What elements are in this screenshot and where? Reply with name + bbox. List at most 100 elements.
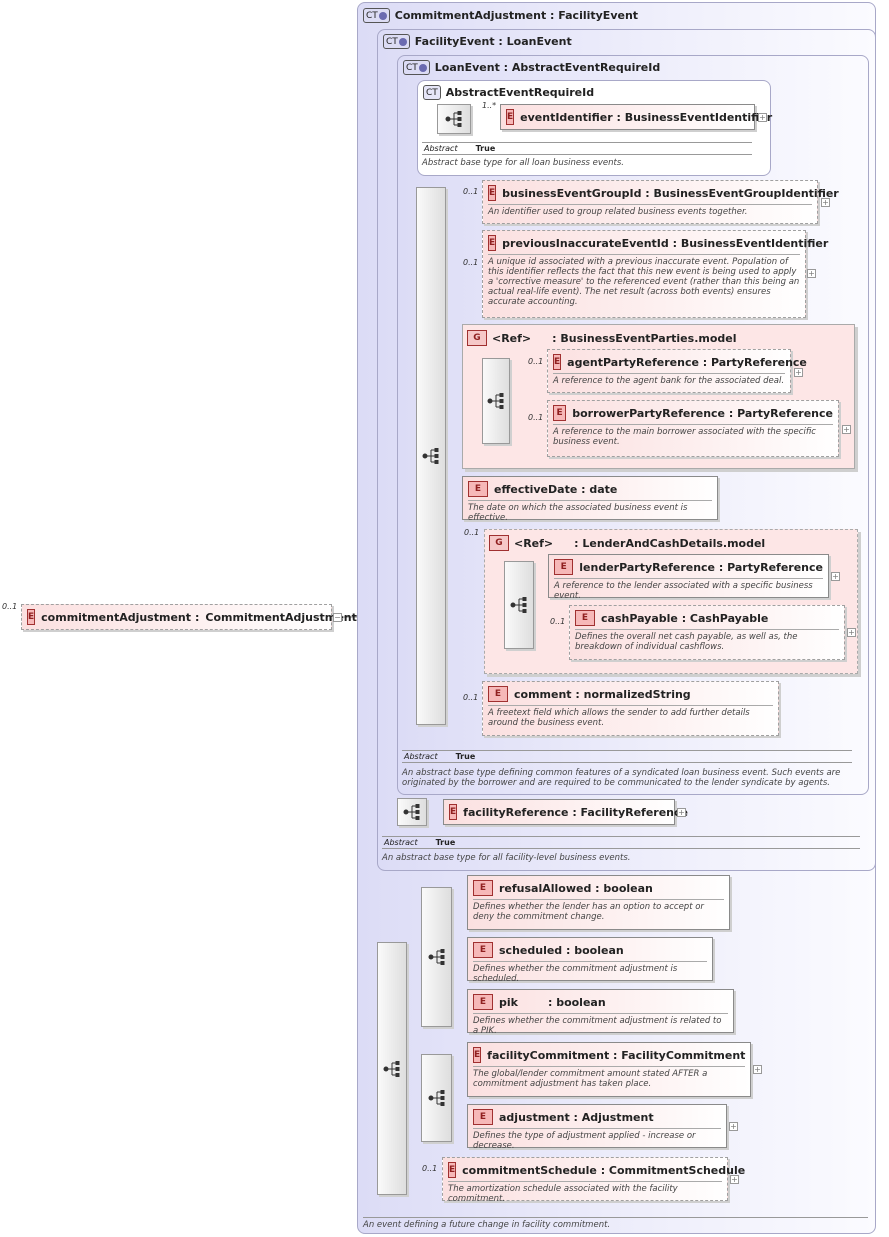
collapse-toggle[interactable]: − (333, 613, 342, 622)
group1-ref: <Ref> (492, 331, 532, 345)
ct3-documentation: An abstract base type defining common fe… (402, 768, 841, 788)
comment-doc: A freetext field which allows the sender… (488, 705, 773, 731)
commitment-schedule-cardinality: 0..1 (422, 1164, 438, 1173)
commitment-schedule-label: commitmentSchedule : CommitmentSchedule (462, 1163, 746, 1177)
ct3-header: CT LoanEvent : AbstractEventRequireId (403, 60, 660, 75)
group-badge: G (467, 330, 487, 346)
group2-ref: <Ref> (514, 536, 554, 550)
cash-payable-label: cashPayable : CashPayable (601, 611, 769, 625)
sequence-icon (383, 1060, 400, 1077)
sequence-compositor[interactable] (377, 942, 407, 1195)
sequence-icon (487, 393, 504, 409)
borrower-party-reference-cardinality: 0..1 (528, 413, 544, 422)
expand-toggle[interactable]: + (753, 1065, 762, 1074)
group2-label: : LenderAndCashDetails.model (574, 536, 766, 550)
element-badge: E (448, 1162, 457, 1178)
root-element-type: CommitmentAdjustment (205, 610, 357, 624)
sequence-compositor[interactable] (437, 104, 471, 134)
borrower-party-reference-label: borrowerPartyReference : PartyReference (572, 406, 833, 420)
adjustment-doc: Defines the type of adjustment applied -… (473, 1128, 721, 1154)
expand-toggle[interactable]: + (730, 1175, 739, 1184)
expand-toggle[interactable]: + (807, 269, 816, 278)
scheduled-doc: Defines whether the commitment adjustmen… (473, 961, 707, 987)
root-element-name: commitmentAdjustment (41, 610, 192, 624)
adjustment-label: adjustment : Adjustment (499, 1110, 654, 1124)
business-event-group-id-label: businessEventGroupId : BusinessEventGrou… (502, 186, 839, 200)
complex-type-badge: CT (423, 85, 441, 100)
expand-toggle[interactable]: + (821, 198, 830, 207)
effective-date-label: effectiveDate : date (494, 482, 618, 496)
expand-toggle[interactable]: + (831, 572, 840, 581)
group2-header: G<Ref>: LenderAndCashDetails.model (489, 535, 765, 551)
lender-party-reference-doc: A reference to the lender associated wit… (554, 578, 823, 604)
sequence-compositor[interactable] (421, 887, 452, 1027)
element-badge: E (27, 609, 36, 625)
element-badge: E (488, 235, 497, 251)
comment-cardinality: 0..1 (463, 693, 479, 702)
element-badge: E (554, 559, 574, 575)
sequence-icon (428, 1090, 444, 1106)
agent-party-reference-cardinality: 0..1 (528, 357, 544, 366)
pik-name: pik (499, 995, 518, 1009)
root-cardinality: 0..1 (2, 602, 18, 611)
ct4-documentation: Abstract base type for all loan business… (422, 158, 625, 168)
element-badge: E (468, 481, 488, 497)
sequence-compositor[interactable] (482, 358, 510, 444)
expand-toggle[interactable]: + (758, 113, 767, 122)
sequence-compositor[interactable] (397, 798, 427, 826)
expand-toggle[interactable]: + (842, 425, 851, 434)
sequence-compositor[interactable] (416, 187, 446, 725)
sequence-icon (422, 448, 439, 464)
ct3-title: LoanEvent : AbstractEventRequireId (434, 61, 661, 74)
pik-doc: Defines whether the commitment adjustmen… (473, 1013, 728, 1039)
sequence-icon (428, 949, 444, 965)
sequence-icon (445, 111, 462, 127)
element-badge: E (506, 109, 515, 125)
ct2-title: FacilityEvent : LoanEvent (414, 35, 572, 48)
facility-commitment-doc: The global/lender commitment amount stat… (473, 1066, 745, 1092)
sequence-compositor[interactable] (504, 561, 534, 649)
sequence-compositor[interactable] (421, 1054, 452, 1142)
complex-type-badge: CT (383, 34, 410, 49)
group1-header: G<Ref>: BusinessEventParties.model (467, 330, 737, 346)
cash-payable-cardinality: 0..1 (550, 617, 566, 626)
group2-cardinality: 0..1 (464, 528, 480, 537)
agent-party-reference-label: agentPartyReference : PartyReference (567, 355, 807, 369)
expand-toggle[interactable]: + (794, 368, 803, 377)
comment-label: comment : normalizedString (514, 687, 691, 701)
expand-toggle[interactable]: + (847, 628, 856, 637)
scheduled-label: scheduled : boolean (499, 943, 624, 957)
complex-type-badge: CT (403, 60, 430, 75)
lender-party-reference-label: lenderPartyReference : PartyReference (579, 560, 823, 574)
event-identifier-cardinality: 1..* (482, 101, 497, 110)
ct2-header: CT FacilityEvent : LoanEvent (383, 34, 572, 49)
commitment-schedule-doc: The amortization schedule associated wit… (448, 1181, 722, 1207)
expand-toggle[interactable]: + (677, 808, 686, 817)
facility-commitment-label: facilityCommitment : FacilityCommitment (487, 1048, 746, 1062)
business-event-group-id-cardinality: 0..1 (463, 187, 479, 196)
expand-toggle[interactable]: + (729, 1122, 738, 1131)
element-badge: E (473, 994, 493, 1010)
